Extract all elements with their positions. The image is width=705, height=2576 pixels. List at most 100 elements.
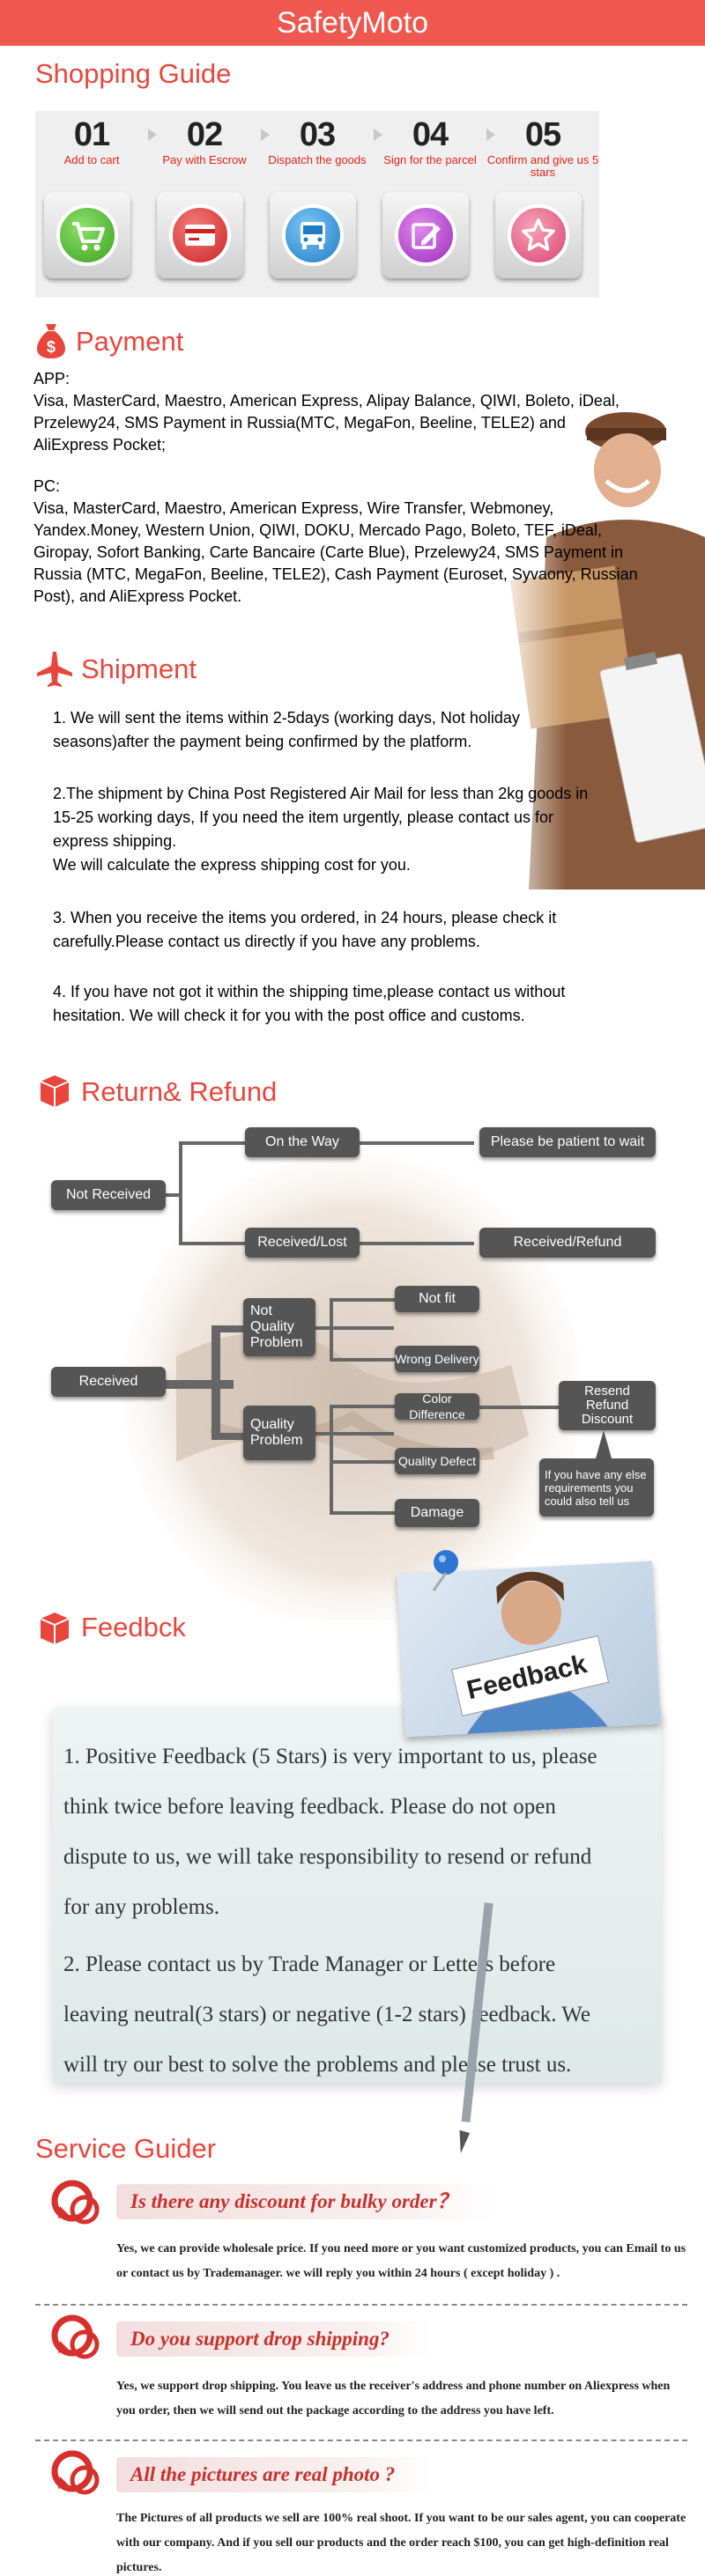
connector — [315, 1326, 394, 1330]
connector — [330, 1405, 333, 1514]
not-fit-node: Not fit — [395, 1286, 479, 1312]
payment-pc-label: PC: — [33, 477, 61, 495]
sign-icon-circle — [395, 204, 456, 266]
step-number: 04 — [412, 116, 449, 153]
step-number: 01 — [73, 116, 110, 153]
refund-title: Return& Refund — [81, 1076, 278, 1107]
payment-title: Payment — [76, 326, 184, 357]
connector — [179, 1141, 246, 1145]
cart-icon — [72, 222, 105, 251]
card-icon — [185, 225, 215, 246]
step-label: Dispatch the goods — [268, 153, 367, 166]
feedback-person-illustration — [451, 1571, 610, 1734]
shipment-paragraph-4: 4. If you have not got it within the shi… — [53, 983, 566, 1024]
step-label: Add to cart — [63, 153, 120, 166]
wrong-delivery-node: Wrong Delivery — [395, 1346, 479, 1372]
feedback-card — [53, 1709, 661, 2083]
star-icon-circle — [508, 204, 569, 266]
step-label: Pay with Escrow — [162, 153, 247, 166]
return-box-icon — [40, 1075, 70, 1107]
feedback-box-icon — [40, 1613, 70, 1644]
step-arrow-icon — [374, 129, 382, 141]
store-title: SafetyMoto — [277, 6, 428, 40]
chat-bubble-icon — [51, 2180, 100, 2225]
connector — [163, 1380, 234, 1389]
service-guider-title: Service Guider — [35, 2133, 217, 2164]
step-1-button — [44, 192, 130, 278]
payment-app-label: APP: — [33, 370, 70, 388]
received-node: Received — [51, 1367, 166, 1397]
else-requirements-node: If you have any else requirements you co… — [539, 1458, 654, 1517]
step-5-button — [495, 192, 582, 278]
step-number: 05 — [524, 116, 561, 153]
faq-question-3: All the pictures are real photo ? — [116, 2457, 434, 2492]
chat-bubble-icon — [51, 2450, 100, 2495]
bus-icon-circle — [282, 204, 344, 266]
connector — [330, 1358, 395, 1362]
connector — [212, 1325, 220, 1440]
connector — [360, 1242, 474, 1245]
feedback-paragraph-2: 2. Please contact us by Trade Manager or… — [63, 1952, 590, 2077]
delivery-man-illustration — [494, 396, 705, 889]
faq-answer-2: Yes, we support drop shipping. You leave… — [116, 2380, 671, 2417]
connector — [360, 1141, 474, 1145]
connector — [330, 1460, 395, 1464]
step-number: 03 — [299, 116, 336, 153]
payment-app-methods: Visa, MasterCard, Maestro, American Expr… — [33, 392, 620, 454]
not-received-node: Not Received — [51, 1180, 166, 1210]
sign-icon — [412, 223, 441, 249]
damage-node: Damage — [395, 1499, 479, 1527]
connector — [179, 1242, 246, 1245]
step-label: Sign for the parcel — [383, 153, 477, 166]
connector — [330, 1298, 333, 1362]
resend-refund-discount-node: Resend Refund Discount — [559, 1381, 656, 1430]
connector — [212, 1325, 243, 1332]
chat-bubble-icon — [51, 2314, 100, 2359]
step-number: 02 — [186, 116, 223, 153]
faq-divider — [35, 2304, 687, 2306]
be-patient-node: Please be patient to wait — [479, 1127, 656, 1157]
step-arrow-icon — [486, 129, 495, 141]
faq-question-1: Is there any discount for bulky order？ — [116, 2184, 495, 2219]
card-icon-circle — [169, 204, 231, 266]
step-3-button — [270, 192, 356, 278]
pencil-icon — [459, 1902, 494, 2153]
quality-defect-node: Quality Defect — [395, 1448, 479, 1474]
received-lost-node: Received/Lost — [245, 1228, 360, 1258]
shipment-paragraph-2: 2.The shipment by China Post Registered … — [53, 785, 589, 850]
faq-answer-3: The Pictures of all products we sell are… — [116, 2512, 686, 2574]
faq-divider — [35, 2439, 687, 2441]
feedback-paragraph-1: 1. Positive Feedback (5 Stars) is very i… — [63, 1745, 597, 1919]
svg-text:$: $ — [47, 338, 56, 356]
quality-problem-node: Quality Problem — [243, 1406, 315, 1460]
shipment-paragraph-3: 3. When you receive the items you ordere… — [53, 909, 557, 950]
step-2-button — [157, 192, 243, 278]
step-arrow-icon — [261, 129, 270, 141]
connector — [212, 1433, 243, 1440]
cart-icon-circle — [56, 204, 118, 266]
step-4-button — [382, 192, 469, 278]
step-arrow-icon — [148, 129, 157, 141]
shipment-title: Shipment — [81, 653, 197, 684]
connector — [330, 1405, 395, 1408]
step-4: 04 Sign for the parcel — [374, 111, 495, 166]
payment-pc-methods: Visa, MasterCard, Maestro, American Expr… — [33, 499, 638, 605]
shipment-paragraph-2b: We will calculate the express shipping c… — [53, 856, 411, 874]
pushpin-icon — [432, 1550, 458, 1591]
connector — [179, 1141, 182, 1245]
money-bag-icon: $ — [37, 324, 65, 358]
faq-question-2: Do you support drop shipping? — [116, 2321, 434, 2357]
connector — [315, 1432, 394, 1436]
step-2: 02 Pay with Escrow — [148, 111, 270, 166]
shipment-paragraph-1: 1. We will sent the items within 2-5days… — [53, 709, 520, 750]
connector — [330, 1511, 395, 1515]
delivery-man-image — [494, 396, 705, 889]
connector — [479, 1406, 559, 1409]
store-header: SafetyMoto — [0, 0, 705, 46]
airplane-icon — [37, 652, 72, 687]
step-label: Confirm and give us 5 stars — [486, 153, 599, 179]
step-5: 05 Confirm and give us 5 stars — [486, 111, 599, 179]
star-icon — [522, 218, 555, 251]
connector — [330, 1298, 395, 1302]
handshake-background-image — [123, 1154, 582, 1620]
